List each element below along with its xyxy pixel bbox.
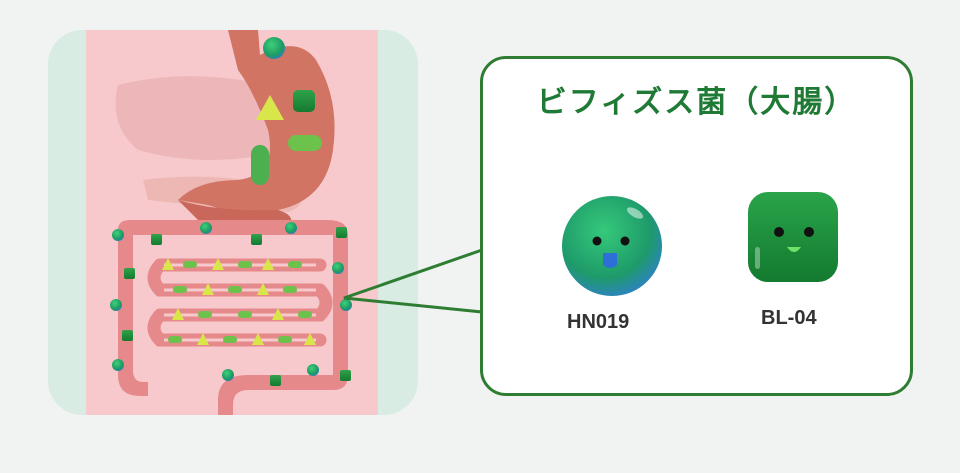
capsule-bacterium-icon — [288, 135, 322, 151]
digestive-system-illustration — [48, 30, 418, 415]
round-bacterium-icon — [200, 222, 212, 234]
capsule-bacterium-icon — [288, 261, 302, 268]
square-bacterium-icon — [293, 90, 315, 112]
round-bacterium-icon — [112, 229, 124, 241]
intestine-bacteria — [110, 222, 352, 386]
stomach — [178, 30, 335, 213]
smile-icon — [787, 247, 801, 252]
capsule-bacterium-icon — [238, 261, 252, 268]
eye-icon — [774, 227, 784, 237]
round-bacterium-icon — [222, 369, 234, 381]
eye-icon — [592, 236, 602, 246]
small-intestine-bacteria — [162, 258, 316, 345]
liver-shape — [115, 76, 288, 160]
triangle-bacterium-icon — [252, 333, 264, 345]
capsule-bacterium-icon — [298, 311, 312, 318]
triangle-bacterium-icon — [257, 283, 269, 295]
square-bacterium-icon — [340, 370, 351, 381]
capsule-bacterium-icon — [283, 286, 297, 293]
square-block-icon — [748, 192, 838, 282]
round-bacterium-icon — [110, 299, 122, 311]
capsule-bacterium-icon — [223, 336, 237, 343]
square-bacterium-icon — [151, 234, 162, 245]
round-bacterium-icon — [112, 359, 124, 371]
square-bacterium-icon — [270, 375, 281, 386]
capsule-bacterium-icon — [168, 336, 182, 343]
square-bacterium-icon — [251, 234, 262, 245]
eye-icon — [804, 227, 814, 237]
square-bacterium-icon — [124, 268, 135, 279]
large-intestine — [118, 220, 348, 415]
capsule-bacterium-icon — [228, 286, 242, 293]
rod-bacterium-icon — [251, 145, 269, 185]
triangle-bacterium-icon — [162, 258, 174, 270]
triangle-bacterium-icon — [197, 333, 209, 345]
square-bacterium-icon — [122, 330, 133, 341]
triangle-bacterium-icon — [172, 308, 184, 320]
round-bacterium-icon — [285, 222, 297, 234]
triangle-bacterium-icon — [262, 258, 274, 270]
strain-label-bl04: BL-04 — [761, 307, 817, 329]
capsule-bacterium-icon — [278, 336, 292, 343]
triangle-bacterium-icon — [202, 283, 214, 295]
capsule-bacterium-icon — [173, 286, 187, 293]
stomach-bacteria — [251, 37, 322, 185]
strain-callout-box: ビフィズス菌（大腸） HN019 BL-04 — [480, 56, 913, 396]
triangle-bacterium-icon — [256, 95, 284, 120]
callout-title: ビフィズス菌（大腸） — [536, 85, 857, 120]
tongue-icon — [603, 253, 617, 268]
capsule-bacterium-icon — [238, 311, 252, 318]
strain-label-hn019: HN019 — [567, 311, 630, 333]
capsule-bacterium-icon — [183, 261, 197, 268]
round-ball-icon — [562, 196, 662, 296]
triangle-bacterium-icon — [212, 258, 224, 270]
round-bacterium-icon — [307, 364, 319, 376]
triangle-bacterium-icon — [272, 308, 284, 320]
capsule-bacterium-icon — [198, 311, 212, 318]
round-bacterium-icon — [332, 262, 344, 274]
eye-icon — [620, 236, 630, 246]
round-bacterium-icon — [340, 299, 352, 311]
round-bacterium-icon — [263, 37, 285, 59]
triangle-bacterium-icon — [304, 333, 316, 345]
square-bacterium-icon — [336, 227, 347, 238]
